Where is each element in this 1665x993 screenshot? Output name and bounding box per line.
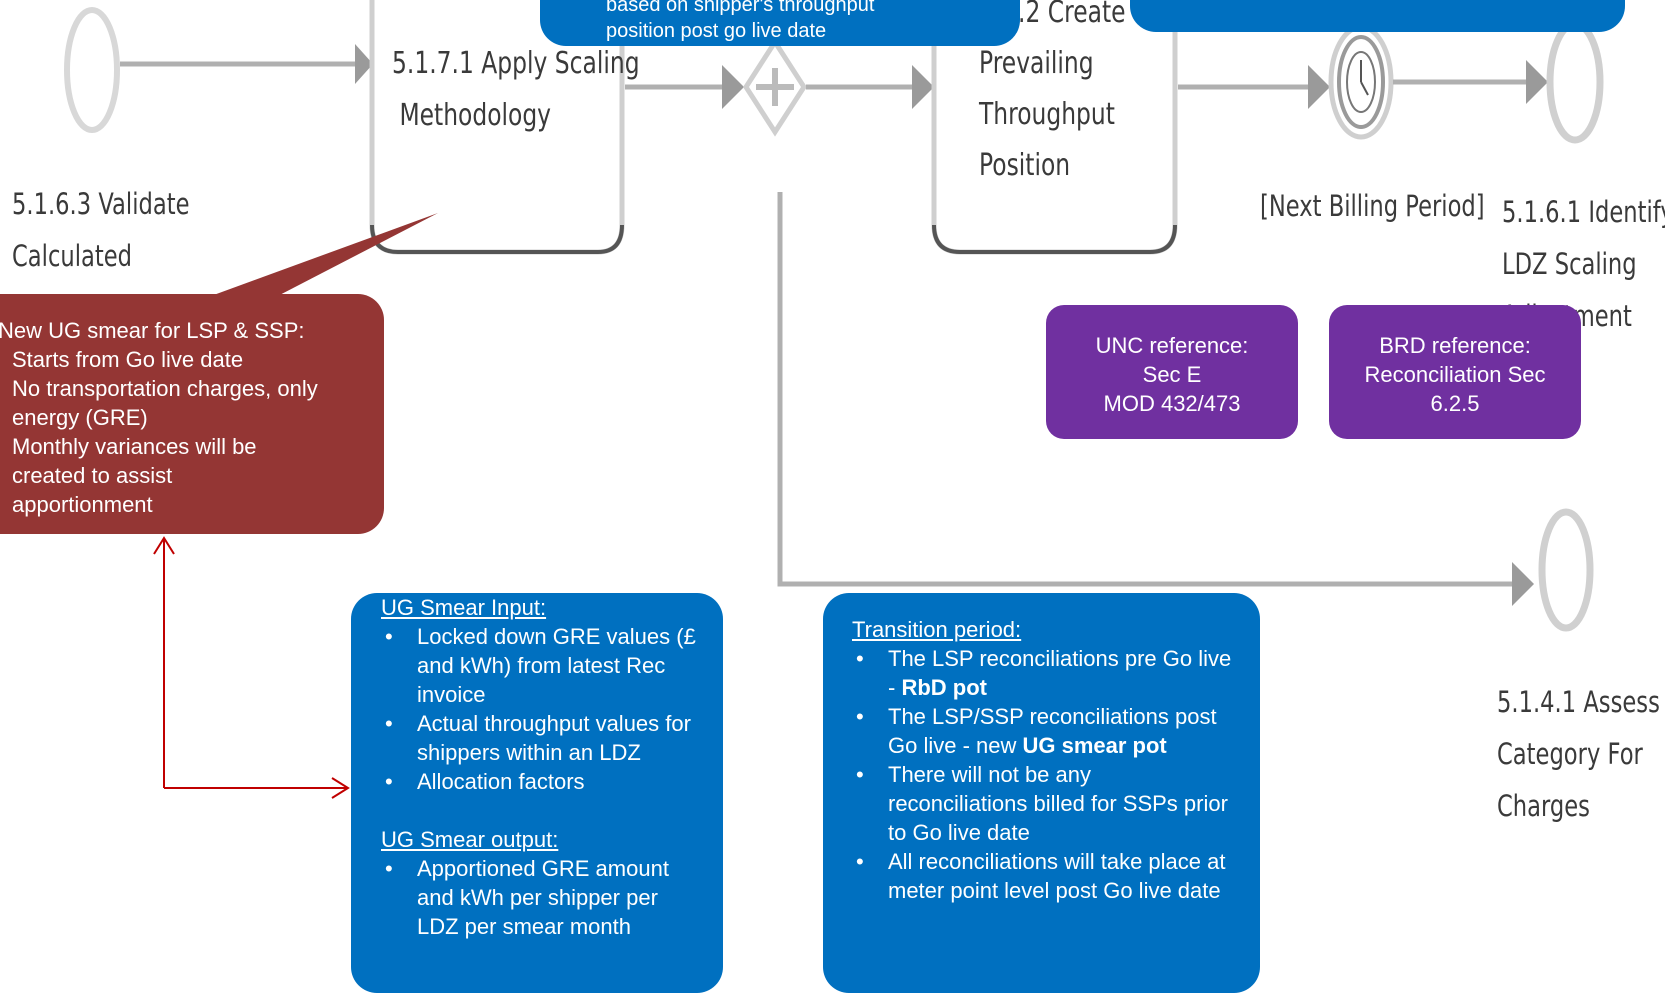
timer-event-icon: [1328, 24, 1394, 140]
transition-item-2: The LSP/SSP reconciliations post Go live…: [852, 702, 1236, 760]
sequence-flow-gateway-to-assess: [777, 192, 1515, 587]
ug-smear-output-item: Apportioned GRE amount and kWh per shipp…: [381, 854, 703, 941]
event-identify-ldz-label: 5.1.6.1 Identify LDZ Scaling Adjustment …: [1502, 186, 1665, 394]
red-note-item: energy (GRE): [12, 405, 148, 430]
assess-line-3: Charges: [1497, 789, 1590, 823]
red-note-item: created to assist: [12, 463, 173, 488]
validate-line-2: Calculated: [12, 239, 133, 273]
identify-line-2: LDZ Scaling: [1502, 247, 1637, 281]
unc-line-3: MOD 432/473: [1103, 391, 1241, 416]
ug-smear-input-item: Allocation factors: [381, 767, 703, 796]
start-event: [64, 7, 120, 133]
ug-smear-output-title: UG Smear output:: [381, 827, 559, 852]
event-validate-calculated-label: 5.1.6.3 Validate Calculated: [12, 178, 189, 282]
unc-reference-box: UNC reference: Sec E MOD 432/473: [1046, 305, 1298, 439]
task-create-line-3: Throughput: [979, 97, 1115, 132]
ug-smear-input-item: Locked down GRE values (£ and kWh) from …: [381, 622, 703, 709]
task-apply-line-1: 5.1.7.1 Apply Scaling: [392, 46, 640, 81]
unc-line-2: Sec E: [1142, 362, 1202, 387]
task-apply-line-2: Methodology: [392, 98, 552, 133]
end-event-assess-category: [1538, 508, 1594, 632]
transition-item-2-text: The LSP/SSP reconciliations post Go live…: [888, 704, 1217, 758]
identify-line-1: 5.1.6.1 Identify: [1502, 195, 1665, 229]
red-note-item: Starts from Go live date: [12, 347, 244, 372]
validate-line-1: 5.1.6.3 Validate: [12, 187, 190, 221]
red-note-title: New UG smear for LSP & SSP:: [0, 318, 305, 343]
assess-line-2: Category For: [1497, 737, 1643, 771]
brd-reference-box: BRD reference: Reconciliation Sec 6.2.5: [1329, 305, 1581, 439]
brd-line-1: BRD reference:: [1379, 333, 1531, 358]
red-note-list: Starts from Go live date No transportati…: [0, 345, 384, 519]
task-create-prevailing-label: .2 Create: [1018, 0, 1126, 39]
ug-smear-input-item: Actual throughput values for shippers wi…: [381, 709, 703, 767]
transition-title: Transition period:: [852, 617, 1022, 642]
unc-line-1: UNC reference:: [1095, 333, 1249, 358]
brd-line-2: Reconciliation Sec: [1364, 362, 1546, 387]
task-create-prevailing-label-2: Prevailing Throughput Position: [979, 38, 1115, 191]
brd-line-3: 6.2.5: [1430, 391, 1480, 416]
task-create-line-2: Prevailing: [979, 46, 1094, 81]
ug-smear-input-list: Locked down GRE values (£ and kWh) from …: [381, 622, 703, 796]
top-left-callout-line-2: position post go live date: [606, 20, 827, 42]
transition-item-1-bold: RbD pot: [901, 675, 987, 700]
transition-list: The LSP reconciliations pre Go live - Rb…: [852, 644, 1236, 905]
red-connector-arrow: [153, 536, 350, 799]
red-note-item: No transportation charges, only: [12, 376, 318, 401]
red-note: New UG smear for LSP & SSP: Starts from …: [0, 294, 384, 534]
task-create-line-1: .2 Create: [1018, 0, 1126, 30]
end-event-identify-ldz: [1546, 20, 1604, 144]
transition-item-1: The LSP reconciliations pre Go live - Rb…: [852, 644, 1236, 702]
top-right-callout: [1130, 0, 1625, 32]
red-note-item: Monthly variances will be: [12, 434, 257, 459]
red-note-pointer: [200, 213, 438, 300]
next-billing-period-label: [Next Billing Period]: [1260, 189, 1485, 223]
transition-item-1-text: The LSP reconciliations pre Go live -: [888, 646, 1232, 700]
top-left-callout-line-1: based on shipper's throughput: [606, 0, 875, 16]
top-left-callout: based on shipper's throughput position p…: [540, 0, 1020, 46]
ug-smear-input-title: UG Smear Input:: [381, 595, 547, 620]
event-assess-category-label: 5.1.4.1 Assess Category For Charges: [1497, 676, 1660, 832]
task-apply-scaling-label: 5.1.7.1 Apply Scaling Methodology: [392, 38, 640, 142]
ug-smear-output-list: Apportioned GRE amount and kWh per shipp…: [381, 854, 703, 941]
task-create-line-4: Position: [979, 148, 1071, 183]
transition-item-2-bold: UG smear pot: [1022, 733, 1167, 758]
red-note-item: apportionment: [12, 492, 153, 517]
transition-item-3: There will not be any reconciliations bi…: [852, 760, 1236, 847]
transition-item-4: All reconciliations will take place at m…: [852, 847, 1236, 905]
assess-line-1: 5.1.4.1 Assess: [1497, 685, 1660, 719]
ug-smear-box: UG Smear Input: Locked down GRE values (…: [351, 593, 723, 993]
transition-period-box: Transition period: The LSP reconciliatio…: [823, 593, 1260, 993]
